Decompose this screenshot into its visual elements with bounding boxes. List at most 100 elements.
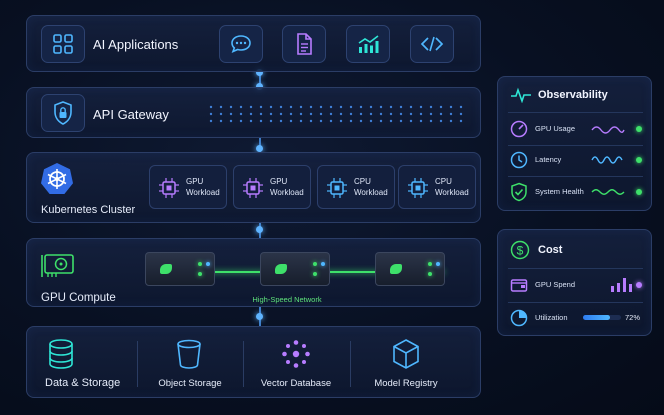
divider [137, 341, 138, 387]
gpu-server-node[interactable] [260, 252, 330, 286]
status-led [313, 262, 317, 266]
latency-row[interactable]: Latency [498, 145, 651, 175]
gpu-compute-layer: GPU Compute High-Speed Network [26, 238, 481, 307]
utilization-label: Utilization [535, 313, 568, 322]
status-ok-dot [636, 126, 642, 132]
status-ok-dot [636, 157, 642, 163]
system-health-label: System Health [535, 187, 584, 196]
kubernetes-cluster-title: Kubernetes Cluster [41, 204, 136, 216]
status-led [428, 272, 432, 276]
vector-database-label: Vector Database [260, 378, 332, 389]
observability-panel: Observability GPU Usage Latency System H… [497, 76, 652, 211]
database-icon [47, 339, 75, 369]
gpu-spend-label: GPU Spend [535, 280, 576, 289]
dollar-coin-icon: $ [510, 240, 530, 260]
cube-icon [391, 338, 421, 370]
grid-apps-icon [41, 25, 85, 63]
chip-icon [327, 178, 347, 198]
network-label: High-Speed Network [252, 295, 322, 304]
system-health-sparkline [591, 189, 625, 195]
shield-lock-icon [41, 94, 85, 132]
api-gateway-title: API Gateway [93, 107, 169, 122]
chat-bubble-icon[interactable] [219, 25, 263, 63]
status-led [313, 272, 317, 276]
pulse-icon [511, 87, 531, 103]
connector-dot [256, 69, 263, 76]
data-storage-title: Data & Storage [45, 377, 121, 389]
gauge-icon [510, 120, 528, 138]
pie-icon [510, 309, 528, 327]
model-registry-label: Model Registry [374, 378, 438, 389]
divider [508, 302, 643, 303]
data-storage-layer: Data & Storage Object Storage Vector Dat… [26, 326, 481, 398]
utilization-bar-fill [583, 315, 611, 320]
cost-title: Cost [538, 244, 563, 256]
status-ok-dot [636, 189, 642, 195]
gpu-card-icon [41, 251, 75, 279]
gpu-usage-row[interactable]: GPU Usage [498, 114, 651, 144]
status-led [436, 262, 440, 266]
utilization-value: 72% [625, 313, 641, 322]
gpu-server-node[interactable] [375, 252, 445, 286]
connector-dot [256, 226, 263, 233]
document-icon[interactable] [282, 25, 326, 63]
chip-icon [159, 178, 179, 198]
api-gateway-layer: API Gateway [26, 87, 481, 138]
status-led [198, 262, 202, 266]
gpu-usage-label: GPU Usage [535, 124, 576, 133]
gpu-usage-sparkline [591, 126, 625, 134]
status-led [198, 272, 202, 276]
ai-applications-title: AI Applications [93, 37, 179, 52]
observability-title: Observability [538, 89, 608, 101]
analytics-chart-icon[interactable] [346, 25, 390, 63]
nvidia-eye-icon [390, 264, 402, 274]
nvidia-eye-icon [275, 264, 287, 274]
object-storage-label: Object Storage [158, 378, 222, 389]
divider [508, 112, 643, 113]
shield-check-icon [511, 182, 527, 202]
nvidia-eye-icon [160, 264, 172, 274]
svg-text:$: $ [517, 244, 524, 258]
code-brackets-icon[interactable] [410, 25, 454, 63]
divider [243, 341, 244, 387]
status-led [428, 262, 432, 266]
connector-apps-gateway [259, 72, 261, 87]
divider [508, 176, 643, 177]
latency-label: Latency [535, 155, 562, 164]
status-led [206, 262, 210, 266]
connector-dot [256, 313, 263, 320]
utilization-row[interactable]: Utilization 72% [498, 303, 651, 333]
ai-applications-layer: AI Applications [26, 15, 481, 72]
connector-dot [256, 83, 263, 90]
gpu-spend-bars [611, 278, 632, 292]
utilization-bar-track [583, 315, 621, 320]
status-ok-dot [636, 282, 642, 288]
cost-panel: $ Cost GPU Spend Utilization 72% [497, 229, 652, 336]
clock-icon [510, 151, 528, 169]
kubernetes-wheel-icon [41, 162, 73, 195]
system-health-row[interactable]: System Health [498, 177, 651, 207]
divider [508, 268, 643, 269]
chip-icon [408, 178, 428, 198]
bucket-icon [175, 339, 203, 369]
chip-icon [243, 178, 263, 198]
gpu-server-node[interactable] [145, 252, 215, 286]
gpu-compute-title: GPU Compute [41, 292, 116, 304]
latency-sparkline [591, 156, 623, 164]
vector-nodes-icon [281, 339, 311, 369]
connector-dot [256, 145, 263, 152]
gpu-spend-row[interactable]: GPU Spend [498, 270, 651, 300]
traffic-dots-decoration [209, 105, 463, 123]
divider [350, 341, 351, 387]
divider [508, 145, 643, 146]
status-led [321, 262, 325, 266]
